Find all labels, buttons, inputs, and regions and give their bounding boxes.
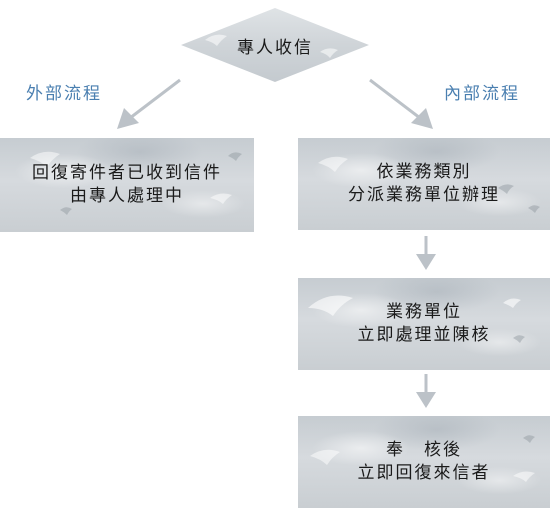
box-birds-decoration	[30, 151, 242, 215]
arrow-step1-to-step2	[416, 236, 436, 270]
diamond-birds-decoration	[205, 34, 338, 58]
box-birds-decoration	[318, 156, 540, 213]
arrow-step2-to-step3	[416, 374, 436, 408]
start-diamond	[181, 8, 369, 82]
external-reply-box: 回復寄件者已收到信件 由專人處理中	[0, 138, 254, 232]
step2-line-1: 業務單位	[386, 302, 462, 322]
box-birds-decoration	[310, 435, 535, 482]
box-birds-decoration	[308, 295, 525, 343]
arrow-to-external	[117, 78, 181, 129]
external-branch-label: 外部流程	[26, 84, 102, 104]
arrow-to-internal	[369, 78, 433, 129]
step1-line-1: 依業務類別	[376, 162, 472, 182]
step1-line-2: 分派業務單位辦理	[348, 185, 500, 205]
internal-branch-label: 內部流程	[444, 84, 520, 104]
external-box-line-2: 由專人處理中	[70, 186, 184, 206]
step2-line-2: 立即處理並陳核	[357, 325, 491, 345]
internal-step-process-box: 業務單位 立即處理並陳核	[298, 278, 550, 370]
internal-step-reply-box: 奉 核後 立即回復來信者	[298, 416, 550, 508]
start-label: 專人收信	[237, 37, 313, 58]
step3-line-2: 立即回復來信者	[357, 463, 491, 483]
internal-step-dispatch-box: 依業務類別 分派業務單位辦理	[298, 138, 550, 230]
external-box-line-1: 回復寄件者已收到信件	[32, 163, 222, 183]
step3-line-1: 奉 核後	[386, 440, 462, 460]
